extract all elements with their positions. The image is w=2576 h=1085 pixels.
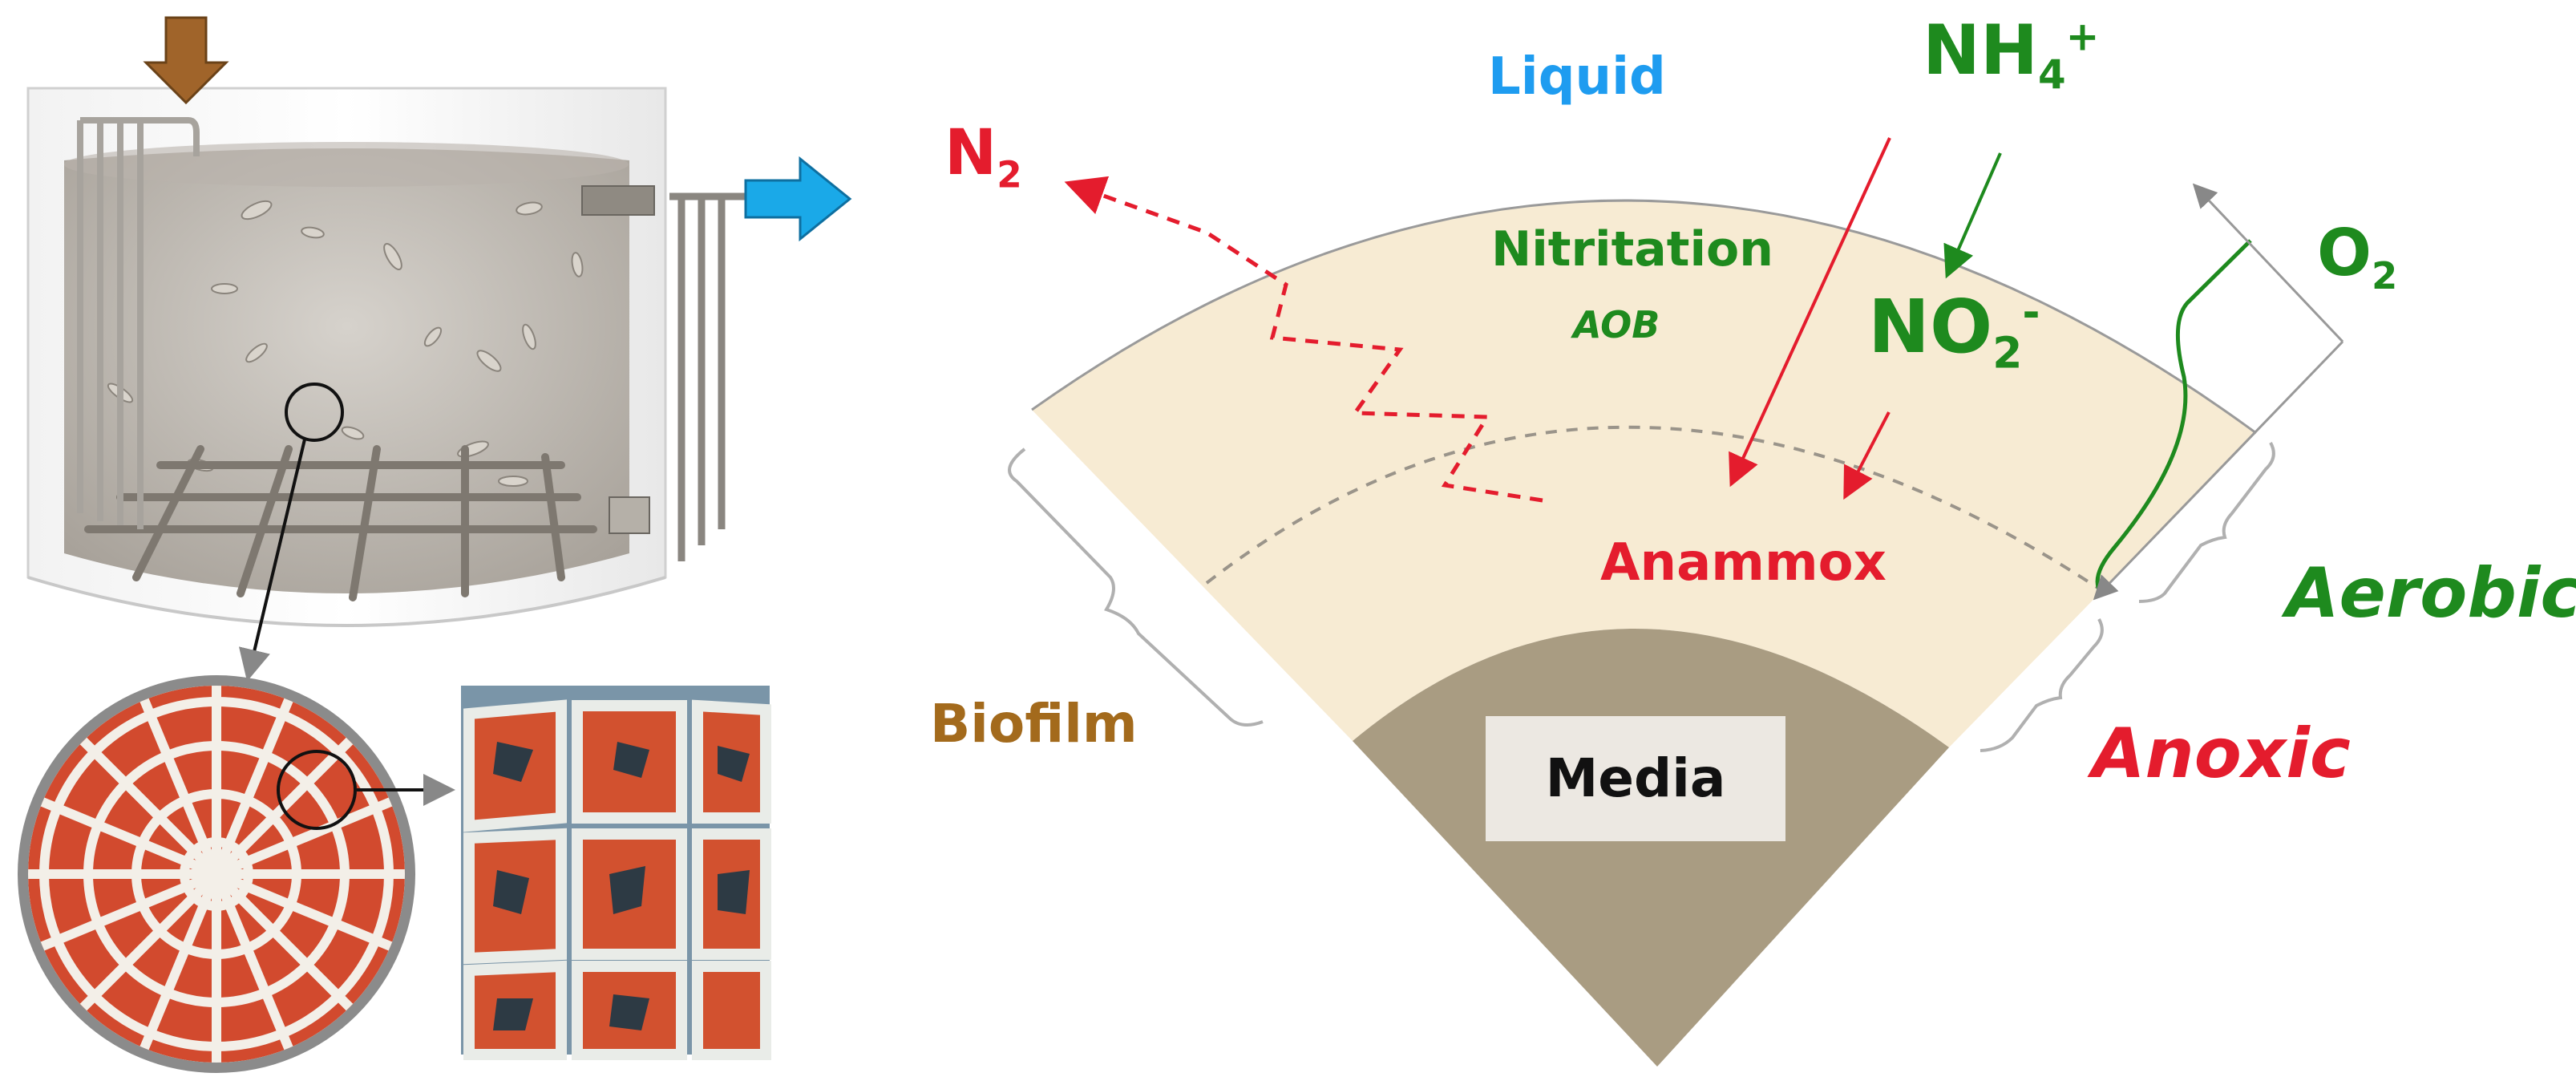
- zoom-line-tank: [238, 439, 306, 682]
- outlet-pipes: [669, 192, 746, 561]
- aerobic-label: Aerobic: [2286, 553, 2576, 634]
- tank-liquid-surface: [64, 142, 629, 187]
- biofilm-layer: [1032, 200, 2256, 747]
- no2-label-sup: -: [2022, 286, 2040, 338]
- zoom-circle-tank: [285, 383, 344, 442]
- o2-label-sub: 2: [2372, 254, 2398, 298]
- o2-profile-curve: [2095, 239, 2252, 595]
- o2-axis: [2192, 183, 2344, 343]
- no2-label: NO2-: [1868, 290, 2040, 374]
- biofilm-outer-edge: [1031, 199, 2257, 435]
- nh4-label-sub: 4: [2037, 51, 2066, 99]
- n2-diffusion-path: [1064, 176, 1543, 503]
- tank-interior: [64, 148, 629, 593]
- down-arrow-icon: [143, 16, 229, 105]
- media-label: Media: [1545, 747, 1726, 809]
- biofilm-label: Biofilm: [930, 693, 1138, 755]
- aerobic-brace: [2138, 442, 2275, 603]
- aeration-grid: [84, 445, 597, 601]
- nh4-label: NH4+: [1923, 16, 2099, 95]
- n2-label-sub: 2: [997, 153, 1022, 196]
- media-wedge: [1353, 628, 1949, 1067]
- n2-label: N2: [944, 122, 1022, 193]
- liquid-label: Liquid: [1488, 47, 1666, 107]
- nh4-label-base: NH: [1923, 10, 2038, 91]
- carrier-photo: [461, 686, 771, 1060]
- n2-label-base: N: [944, 117, 997, 189]
- o2-label: O2: [2317, 221, 2397, 295]
- outlet-screen: [581, 185, 655, 216]
- o2-axis-baseline: [2093, 340, 2344, 601]
- zoom-circle-carrier: [277, 750, 357, 830]
- no2-label-sub: 2: [1992, 327, 2023, 379]
- nh4-label-sup: +: [2065, 13, 2100, 60]
- nh4-to-anammox-arrow: [1729, 137, 1891, 488]
- no2-label-base: NO: [1868, 284, 1993, 370]
- anoxic-label: Anoxic: [2092, 714, 2351, 794]
- anammox-label: Anammox: [1600, 533, 1887, 593]
- nitritation-label: Nitritation: [1491, 221, 1773, 277]
- reactor-tank: [26, 16, 852, 682]
- tank-rim: [27, 576, 666, 627]
- diffuser-box: [609, 496, 650, 534]
- inlet-pipes: [77, 117, 200, 529]
- carrier-closeup: [18, 675, 455, 1073]
- aerobic-anoxic-boundary: [1205, 425, 2101, 590]
- aob-label: AOB: [1573, 303, 1660, 346]
- nh4-to-no2-arrow: [1943, 152, 2002, 279]
- o2-label-base: O: [2317, 216, 2372, 290]
- media-label-box: Media: [1486, 716, 1785, 841]
- biofilm-brace: [1008, 447, 1264, 727]
- no2-to-anammox-arrow: [1843, 411, 1891, 500]
- anoxic-brace: [1980, 618, 2104, 752]
- right-arrow-icon: [744, 156, 852, 242]
